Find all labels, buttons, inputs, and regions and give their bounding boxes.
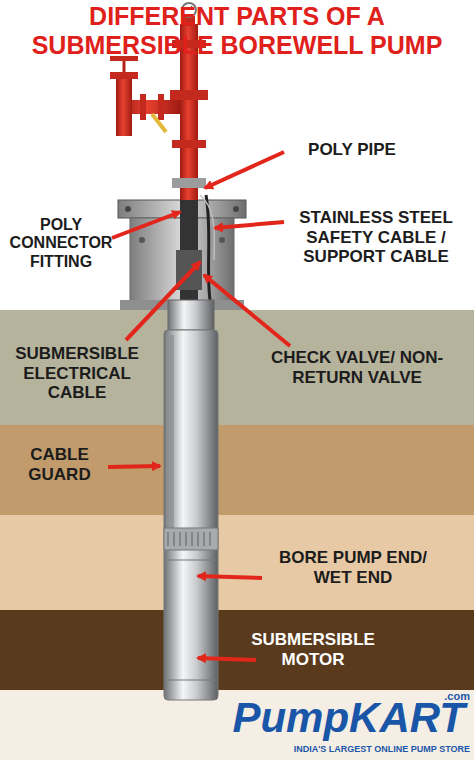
pipe-flange (172, 140, 206, 148)
soil-band (0, 690, 474, 760)
part-label: BORE PUMP END/ WET END (258, 548, 448, 587)
intake-screen (164, 528, 218, 550)
soil-band (0, 515, 474, 610)
part-label: POLY PIPE (282, 140, 422, 160)
check-valve (168, 300, 214, 330)
pipe-flange (170, 90, 208, 100)
brand-domain: .com (420, 690, 470, 703)
part-label: CABLE GUARD (12, 445, 107, 484)
part-label: SUBMERSIBLE ELECTRICAL CABLE (2, 344, 152, 403)
brand-logo: PumpKART (205, 694, 465, 742)
soil-band (0, 425, 474, 515)
brand-tagline: INDIA'S LARGEST ONLINE PUMP STORE (210, 744, 470, 754)
part-label: STAINLESS STEEL SAFETY CABLE / SUPPORT C… (282, 208, 470, 267)
support-cable (200, 195, 214, 260)
valve-lever (152, 114, 166, 132)
side-valve (116, 76, 132, 136)
electrical-cable (206, 195, 210, 300)
cable-guard (166, 335, 174, 530)
soil-band (0, 610, 474, 690)
part-label: CHECK VALVE/ NON-RETURN VALVE (250, 348, 464, 387)
part-label: POLY CONNECTOR FITTING (2, 216, 120, 271)
part-label: SUBMERSIBLE MOTOR (228, 630, 398, 669)
leader-arrow (108, 152, 290, 660)
soil-band (0, 310, 474, 425)
pipe-flange (172, 178, 206, 188)
pump-body (164, 330, 218, 700)
diagram-title: DIFFERENT PARTS OF A SUBMERSIBLE BOREWEL… (2, 2, 472, 60)
